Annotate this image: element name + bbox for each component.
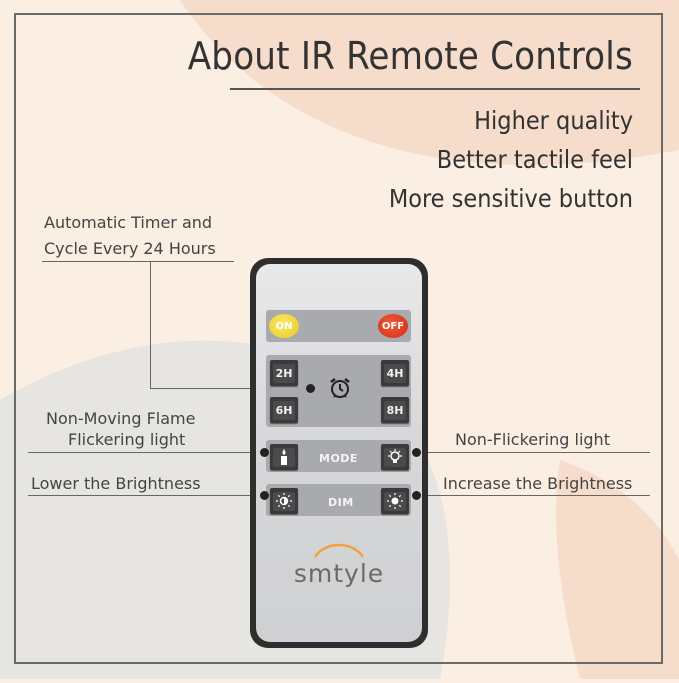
border-frame [14,13,663,664]
headline-rule [230,88,640,90]
feature-sensitive: More sensitive button [388,184,633,213]
timer-label-2: Cycle Every 24 Hours [44,239,216,258]
timer-leader-vertical [150,261,151,389]
remote-face: ON OFF 2H 4H 6H 8H MODE [256,264,422,642]
timer-underline [42,261,234,262]
timer-8h-button[interactable]: 8H [381,397,409,423]
on-button[interactable]: ON [269,314,299,338]
off-button[interactable]: OFF [378,314,408,338]
lower-label: Lower the Brightness [31,474,201,493]
increase-label: Increase the Brightness [443,474,633,493]
timer-6h-button[interactable]: 6H [270,397,298,423]
mode-label: MODE [319,452,358,465]
nonflicker-label: Non-Flickering light [455,430,610,449]
timer-2h-button[interactable]: 2H [270,360,298,386]
feature-tactile: Better tactile feel [436,145,633,174]
lower-callout-dot [260,491,269,500]
headline: About IR Remote Controls [187,34,633,78]
brand-arc-logo [311,539,367,563]
timer-label-1: Automatic Timer and [44,213,213,232]
dim-label: DIM [328,496,354,509]
increase-leader [416,495,650,496]
brightness-down-button[interactable] [270,488,298,514]
feature-quality: Higher quality [474,106,633,135]
timer-leader-horizontal [150,388,310,389]
steady-light-button[interactable] [381,444,409,470]
nonflicker-callout-dot [412,448,421,457]
brand-name: smtyle [293,559,385,588]
bulb-icon [384,447,406,467]
nonflicker-leader [416,452,650,453]
candle-icon [273,447,295,467]
candle-mode-button[interactable] [270,444,298,470]
timer-callout-dot [306,384,315,393]
ir-remote: ON OFF 2H 4H 6H 8H MODE [250,258,428,648]
alarm-clock-icon [328,376,352,404]
lower-leader [28,495,264,496]
brightness-up-button[interactable] [381,488,409,514]
flame-label-2: Flickering light [68,430,186,449]
flame-leader [28,452,264,453]
increase-callout-dot [412,491,421,500]
brightness-high-icon [384,491,406,511]
flame-callout-dot [260,448,269,457]
timer-4h-button[interactable]: 4H [381,360,409,386]
flame-label-1: Non-Moving Flame [46,409,196,428]
brightness-low-icon [273,491,295,511]
